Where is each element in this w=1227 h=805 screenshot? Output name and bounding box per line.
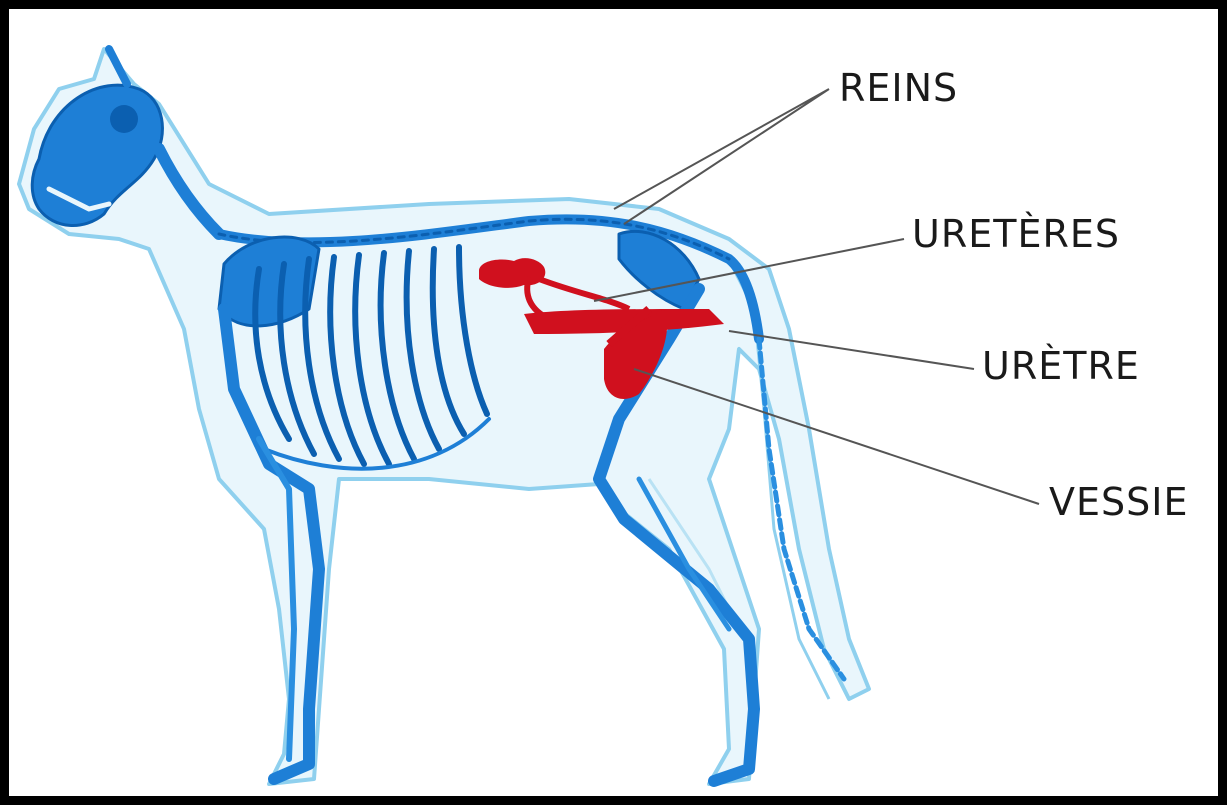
label-uretre: URÈTRE [982, 344, 1140, 388]
label-reins: REINS [839, 66, 958, 110]
diagram-frame: REINS URETÈRES URÈTRE VESSIE [9, 9, 1218, 796]
kidneys [479, 258, 545, 288]
label-vessie: VESSIE [1049, 480, 1188, 524]
leader-line-reins [614, 89, 829, 224]
cat-urinary-anatomy-diagram: REINS URETÈRES URÈTRE VESSIE [9, 9, 1218, 796]
label-ureteres: URETÈRES [912, 212, 1120, 256]
